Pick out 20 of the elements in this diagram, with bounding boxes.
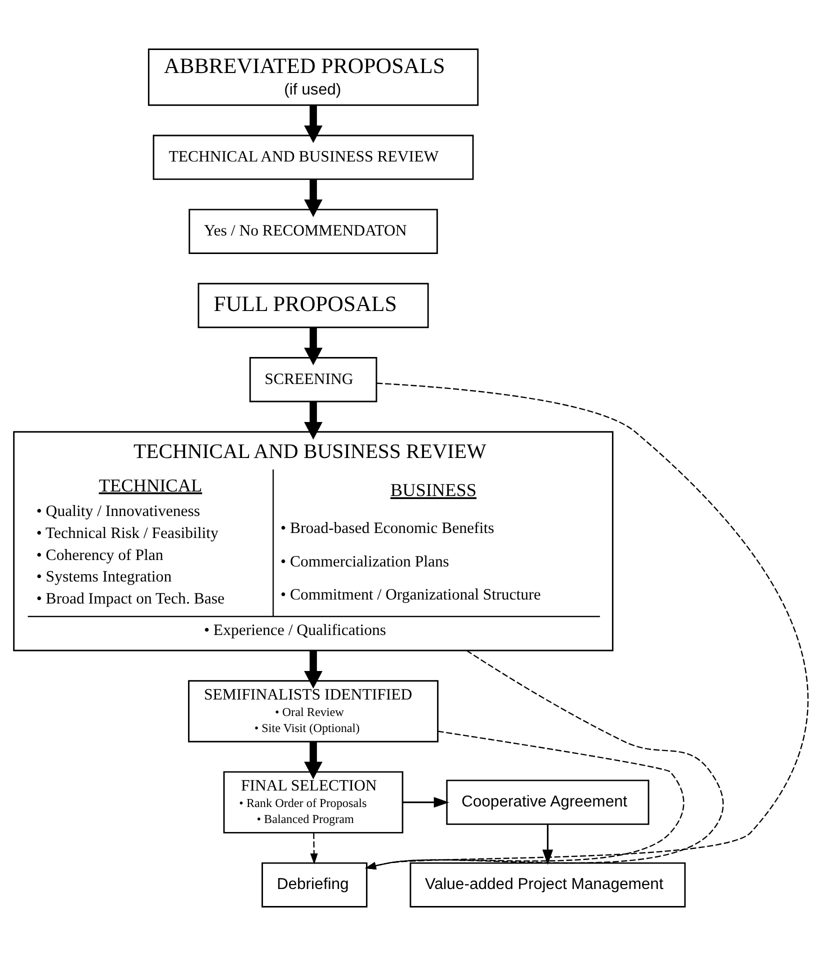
node-box: Cooperative Agreement (446, 780, 649, 825)
arrow (304, 402, 322, 440)
node-box: Yes / No RECOMMENDATON (188, 208, 438, 254)
node-box: SCREENING (248, 357, 377, 402)
node-box: SEMIFINALISTS IDENTIFIED • Oral Review • Site Visit (Optional) (188, 680, 438, 742)
arrow (304, 179, 322, 218)
arrow (542, 824, 553, 865)
node-box: TECHNICAL AND BUSINESS REVIEW TECHNICAL • Quality / Innovativeness • Technical Risk / Feasibility • Coherency of Plan • Systems Integration • Broad Impact on Tech. Base BUSINESS • Broad-based Economic Benefits • Commercialization Plans • Commitment / Organizational Structure • Experience / Qualifications (12, 431, 613, 652)
node-box: Value-added Project Management (409, 862, 686, 908)
node-box: FINAL SELECTION • Rank Order of Proposals • Balanced Program (222, 771, 403, 834)
node-box: TECHNICAL AND BUSINESS REVIEW (152, 134, 474, 180)
node-box: FULL PROPOSALS (197, 282, 428, 328)
node-box: ABBREVIATED PROPOSALS (if used) (147, 48, 478, 106)
arrow (304, 650, 322, 689)
node-box: Debriefing (261, 862, 367, 908)
arrow (304, 742, 322, 780)
arrow (304, 327, 322, 366)
arrow (402, 796, 449, 808)
arrow (310, 832, 318, 864)
arrow (304, 105, 322, 144)
